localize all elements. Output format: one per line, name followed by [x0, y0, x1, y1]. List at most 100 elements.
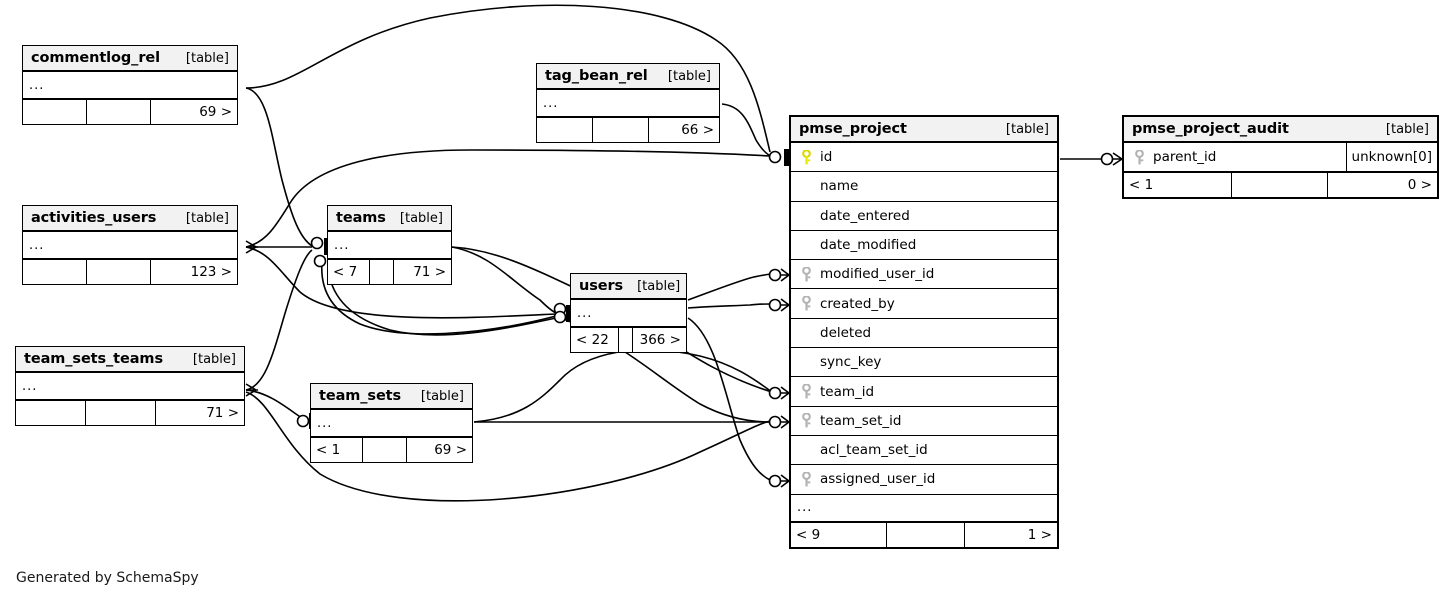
marker-pmse_project-id	[768, 150, 782, 164]
table-commentlog_rel[interactable]: commentlog_rel [table] ... 69 >	[22, 45, 238, 125]
footer-children-count: 366 >	[639, 332, 681, 348]
footer-middle	[619, 328, 633, 352]
footer-parents-count: < 1	[1124, 173, 1232, 198]
column-row-name[interactable]: name	[791, 172, 1057, 202]
column-name-label: deleted	[820, 324, 872, 341]
column-name-label: modified_user_id	[820, 266, 935, 283]
column-name-label: created_by	[820, 295, 895, 312]
footer-children-count: 0 >	[1407, 177, 1432, 194]
table-name-label: activities_users	[31, 210, 157, 226]
table-footer-teams: < 7 71 >	[328, 259, 451, 284]
column-row-created_by[interactable]: created_by	[791, 289, 1057, 319]
footer-parents-count	[23, 100, 87, 124]
table-title-teams: teams [table]	[328, 206, 451, 232]
footer-parents-count: < 9	[791, 522, 887, 547]
footer-children-count: 69 >	[199, 104, 232, 120]
table-team_sets_teams[interactable]: team_sets_teams [table] ... 71 >	[15, 346, 245, 426]
column-row-sync_key[interactable]: sync_key	[791, 348, 1057, 378]
footer-middle	[1232, 173, 1328, 198]
table-pmse_project[interactable]: pmse_project [table] id name date_entere…	[789, 115, 1059, 549]
table-type-tag: [table]	[185, 50, 229, 66]
column-name-label: name	[820, 178, 859, 195]
table-footer-commentlog_rel: 69 >	[23, 99, 237, 124]
table-name-label: team_sets	[319, 388, 402, 404]
table-name-label: tag_bean_rel	[545, 68, 648, 84]
edge-users-to-pmse_project-created_by	[687, 303, 771, 309]
footer-middle	[86, 401, 156, 425]
table-pmse_project_audit[interactable]: pmse_project_audit [table] parent_id unk…	[1122, 115, 1439, 200]
marker-users-in-b	[553, 310, 567, 324]
foreign-key-icon	[797, 384, 815, 399]
primary-key-icon	[797, 149, 815, 165]
edge-activities_users-to-pmse_project-upper	[245, 149, 771, 248]
footer-parents-count: < 1	[311, 438, 363, 462]
column-row-parent_id[interactable]: parent_id unknown[0]	[1124, 143, 1437, 173]
footer-children-count: 123 >	[190, 264, 232, 280]
table-name-label: users	[579, 278, 624, 294]
table-title-commentlog_rel: commentlog_rel [table]	[23, 46, 237, 72]
column-row-deleted[interactable]: deleted	[791, 319, 1057, 349]
column-name-label: date_modified	[820, 237, 917, 254]
marker-team_sets-in	[296, 414, 310, 428]
marker-teams-in-a	[310, 236, 324, 250]
column-row-date_modified[interactable]: date_modified	[791, 231, 1057, 261]
table-title-pmse_project: pmse_project [table]	[791, 117, 1057, 143]
table-users[interactable]: users [table] ... < 22 366 >	[570, 273, 687, 353]
edge-commentlog_rel-to-teams	[245, 87, 313, 247]
marker-pmse_project-modified_user_id	[768, 268, 782, 282]
column-name-label: team_id	[820, 383, 875, 400]
edge-team_sets-to-pmse_project-team_id	[473, 348, 773, 423]
table-type-tag: [table]	[1005, 121, 1049, 137]
table-name-label: team_sets_teams	[24, 351, 163, 367]
column-type-label: unknown[0]	[1345, 143, 1437, 172]
footer-parents-count	[16, 401, 86, 425]
foreign-key-icon	[1130, 149, 1148, 165]
foreign-key-icon	[797, 413, 815, 428]
table-team_sets[interactable]: team_sets [table] ... < 1 69 >	[310, 383, 473, 463]
marker-teams-in-b	[313, 254, 327, 268]
column-name-label: id	[820, 149, 833, 166]
table-footer-team_sets: < 1 69 >	[311, 437, 472, 462]
column-row-modified_user_id[interactable]: modified_user_id	[791, 260, 1057, 290]
foreign-key-icon	[797, 296, 815, 311]
table-columns-ellipsis: ...	[571, 300, 686, 327]
footer-middle	[87, 260, 151, 284]
column-row-assigned_user_id[interactable]: assigned_user_id	[791, 465, 1057, 495]
edge-teams-to-users	[451, 246, 557, 314]
footer-middle	[363, 438, 407, 462]
marker-users-in-a	[553, 302, 567, 316]
table-footer-pmse_project_audit: < 1 0 >	[1124, 172, 1437, 198]
table-title-tag_bean_rel: tag_bean_rel [table]	[537, 64, 719, 90]
table-type-tag: [table]	[637, 278, 681, 294]
footer-parents-count: < 22	[571, 328, 619, 352]
footer-middle	[593, 118, 649, 142]
column-name-label: team_set_id	[820, 412, 902, 429]
table-title-users: users [table]	[571, 274, 686, 300]
column-row-team_id[interactable]: team_id	[791, 377, 1057, 407]
foreign-key-icon	[797, 266, 815, 282]
table-type-tag: [table]	[185, 210, 229, 226]
column-row-acl_team_set_id[interactable]: acl_team_set_id	[791, 436, 1057, 466]
column-name-label: acl_team_set_id	[820, 442, 928, 459]
column-name-label: date_entered	[820, 207, 910, 224]
table-activities_users[interactable]: activities_users [table] ... 123 >	[22, 205, 238, 285]
column-row-team_set_id[interactable]: team_set_id	[791, 407, 1057, 436]
column-row-id[interactable]: id	[791, 143, 1057, 173]
table-teams[interactable]: teams [table] ... < 7 71 >	[327, 205, 452, 285]
footer-children-count: 1 >	[1027, 526, 1052, 543]
table-columns-ellipsis: ...	[16, 373, 244, 400]
footer-children-count: 66 >	[681, 122, 714, 138]
edge-tag_bean_rel-to-pmse_project	[721, 103, 771, 157]
table-footer-team_sets_teams: 71 >	[16, 400, 244, 425]
footer-middle	[87, 100, 151, 124]
column-row-date_entered[interactable]: date_entered	[791, 202, 1057, 231]
table-tag_bean_rel[interactable]: tag_bean_rel [table] ... 66 >	[536, 63, 720, 143]
footer-children-count: 69 >	[434, 442, 467, 458]
footer-parents-count	[537, 118, 593, 142]
footer-children-count: 71 >	[413, 264, 446, 280]
table-type-tag: [table]	[1385, 121, 1429, 137]
foreign-key-icon	[797, 471, 815, 487]
marker-pmse_project-created_by	[768, 298, 782, 312]
table-footer-activities_users: 123 >	[23, 259, 237, 284]
